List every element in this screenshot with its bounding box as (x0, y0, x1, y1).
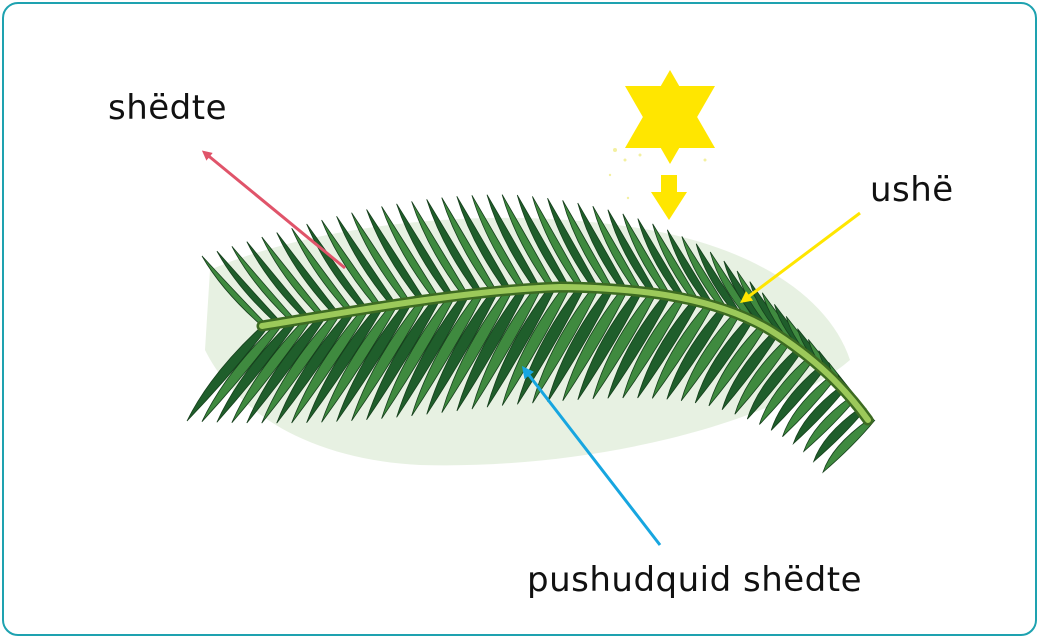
vein-label: ushë (870, 170, 954, 210)
palm-leaf (187, 195, 875, 473)
arrow-down-icon (651, 175, 687, 220)
leaf-blade-label: pushudquid shëdte (527, 560, 862, 600)
sun-icon (625, 70, 715, 164)
leaf-label: shëdte (108, 88, 227, 128)
vein-pointer-arrow (744, 213, 860, 300)
sparkle-decoration (609, 148, 707, 199)
